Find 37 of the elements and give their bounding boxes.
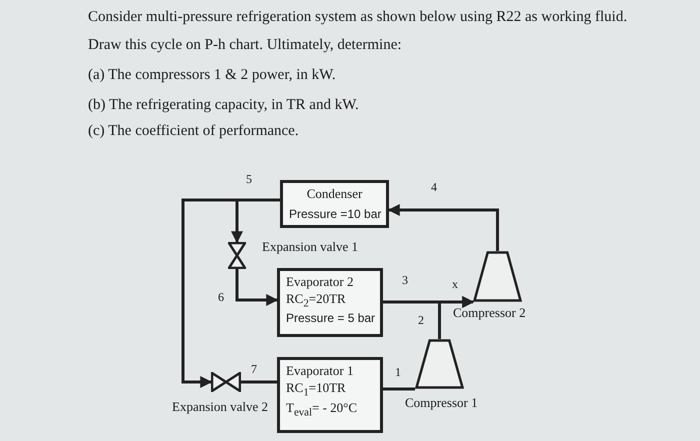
- state-point-number: 5: [246, 172, 252, 187]
- state-point-number: 6: [218, 290, 224, 305]
- condenser-box: [280, 180, 389, 228]
- question-text: Consider multi-pressure refrigeration system as shown below using R22 as working fluid. Draw this cycle on P-h chart. Ultimately, determine:: [88, 8, 628, 55]
- component-label: Compressor 2: [453, 305, 526, 321]
- state-point-number: x: [452, 277, 458, 292]
- expansion-valve-symbol: [211, 372, 241, 392]
- component-label: Compressor 1: [405, 395, 478, 411]
- state-point-number: 1: [395, 365, 401, 380]
- compressor-symbol: [473, 251, 522, 302]
- state-point-number: 3: [402, 273, 408, 288]
- box-text: T$_{eval}$= - 20°C: [286, 400, 358, 420]
- pipe-line: [241, 380, 277, 384]
- pipe-line: [438, 296, 474, 339]
- box-text: Pressure =10 bar: [289, 206, 380, 222]
- pipe-line: [383, 388, 415, 390]
- component-label: Expansion valve 2: [172, 399, 268, 415]
- box-text: RC$_{1}$=10TR: [286, 380, 347, 400]
- box-text: Pressure = 5 bar: [286, 310, 374, 326]
- pipe-line: [182, 198, 280, 388]
- component-label: Expansion valve 1: [262, 239, 358, 255]
- box-text: Condenser: [306, 186, 364, 203]
- pipe-line: [236, 269, 278, 306]
- pipe-line: [388, 204, 499, 251]
- box-text: RC$_{2}$=20TR: [286, 290, 347, 311]
- state-point-number: 2: [418, 313, 424, 328]
- state-point-number: 4: [431, 180, 437, 195]
- state-point-number: 7: [251, 362, 257, 377]
- evaporator-box: [277, 357, 383, 433]
- box-text: Evaporator 2: [286, 274, 355, 291]
- question-item: (a) The compressors 1 & 2 power, in kW.: [88, 66, 336, 85]
- evaporator-box: [277, 268, 383, 337]
- question-item: (c) The coefficient of performance.: [88, 122, 299, 141]
- expansion-valve-symbol: [228, 242, 246, 269]
- box-text: Evaporator 1: [286, 363, 355, 380]
- compressor-symbol: [415, 339, 464, 389]
- question-item: (b) The refrigerating capacity, in TR and kW.: [88, 96, 359, 115]
